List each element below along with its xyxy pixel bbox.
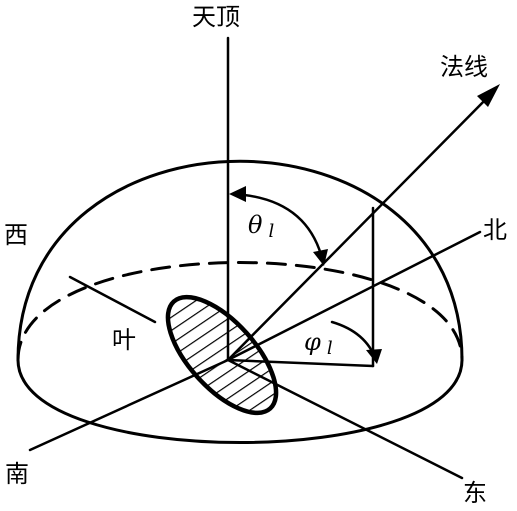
theta-subscript: l [268, 221, 274, 242]
theta-symbol: θ [248, 211, 263, 239]
theta-arc [231, 192, 325, 264]
north-label: 北 [483, 216, 507, 244]
west-label: 西 [4, 221, 28, 249]
normal-label: 法线 [440, 53, 488, 81]
theta-arrowhead-end [313, 249, 328, 266]
west-axis-outer [68, 275, 157, 324]
leaf-shape [165, 294, 279, 416]
phi-symbol: φ [304, 328, 321, 356]
zenith-label: 天顶 [192, 3, 240, 31]
east-label: 东 [463, 479, 487, 507]
hemisphere-dome [16, 159, 464, 362]
normal-vector [226, 88, 497, 362]
horizon-front-arc [16, 358, 464, 444]
phi-subscript: l [327, 338, 333, 359]
normal-projection [226, 358, 375, 368]
leaf-label: 叶 [112, 326, 136, 354]
theta-arrowhead-start [229, 186, 246, 202]
phi-arrowhead [366, 349, 382, 364]
south-label: 南 [5, 460, 29, 488]
horizon-back-arc [16, 261, 464, 362]
north-axis [226, 230, 482, 362]
normal-arrowhead [477, 84, 500, 107]
